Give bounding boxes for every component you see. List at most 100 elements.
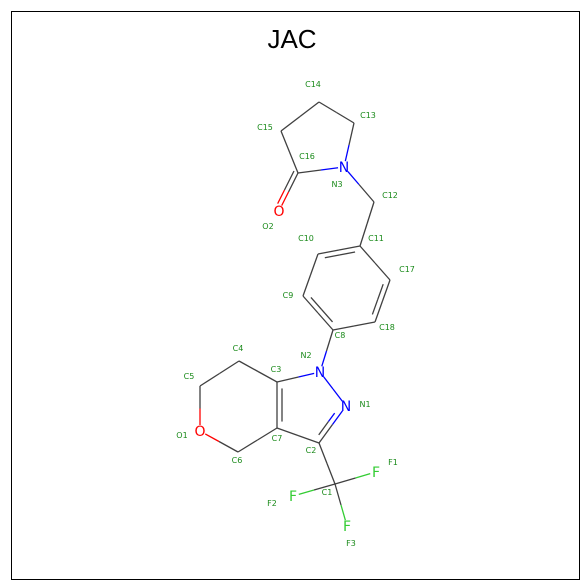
bond-c9-c8-double-b [321,309,334,323]
atom-label-c5: C5 [184,372,195,381]
atom-label-n1: N1 [359,400,370,409]
bond-n3-c12-a [347,171,360,185]
atom-symbol-f3: F [343,519,351,535]
bond-c3-c4-b [238,360,259,373]
bond-c11-c10-a [338,245,361,251]
atom-label-f3: F3 [346,539,356,548]
bond-c1-f2-a [313,483,336,491]
diagram-title: JAC [267,24,316,54]
bond-c11-c17-a [359,245,376,264]
bond-n2-n1-a [323,376,334,390]
bond-c16-n3-a [297,169,322,174]
bond-c17-c18-b [374,300,384,323]
bond-c1-f3-a [334,483,342,506]
bond-n2-n1-b [332,388,343,402]
bond-c15-c16-a [280,130,291,153]
bond-c12-c11-b [359,223,368,247]
atom-symbol-f1: F [372,465,380,481]
bond-c8-n2-a [325,329,334,352]
bond-c3-c4-a [257,370,278,383]
atom-symbol-o2: O [273,204,284,220]
bond-c6-c7-b [257,427,278,441]
atom-label-c12: C12 [382,191,398,200]
atom-symbol-n2: N [315,365,325,381]
bond-c16-o2-double-b [277,189,286,204]
bond-c1-f3-b [340,504,346,521]
atom-symbol-n1: N [341,399,351,415]
bond-c17-c18-double-a [377,283,384,300]
bond-c11-c10-double-a [339,251,356,256]
bond-c11-c10-double-b [324,254,341,259]
bond-o1-c6-b [218,440,239,453]
bond-c11-c10-b [317,249,340,255]
bond-layer [199,101,391,521]
bond-c8-n2-b [321,350,328,367]
bond-c11-c17-b [374,262,391,281]
atom-label-c9: C9 [283,291,294,300]
bond-n1-c2-b [318,424,334,444]
bond-c6-c7-a [237,439,258,453]
atom-label-n2: N2 [300,351,311,360]
bond-c4-c5-b [199,372,220,387]
bond-c16-n3-b [320,167,339,171]
bond-c9-c8-a [302,295,319,314]
bond-c7-c2-a [276,427,299,437]
atom-symbol-o1: O [194,424,205,440]
atom-label-o1: O1 [176,431,187,440]
bond-c13-n3-a [348,122,355,146]
bond-c13-n3-b [344,144,350,162]
bond-c7-c2-b [297,434,320,444]
bond-c4-c5-a [219,360,240,375]
bond-n1-c2-a [331,410,343,425]
atom-label-o2: O2 [262,222,273,231]
bond-n1-c2-double-a [327,412,336,422]
bond-c2-c1-b [326,463,336,485]
atom-layer: N O N N O F F F [194,160,380,535]
atom-label-c16: C16 [299,152,315,161]
atom-symbol-n3: N [339,160,349,176]
bond-c9-c8-double-a [310,297,323,311]
bond-c14-c15-a [299,101,320,118]
atom-label-c15: C15 [257,123,273,132]
atom-label-c8: C8 [335,331,346,340]
atom-symbol-f2: F [289,489,297,505]
bond-c2-c1-a [318,442,328,464]
bond-c14-c13-a [318,101,337,114]
atom-label-c2: C2 [306,446,317,455]
bond-c10-c9-b [302,274,312,297]
atom-label-c18: C18 [379,323,395,332]
atom-label-f1: F1 [388,458,398,467]
bond-c12-c11-a [366,201,375,225]
bond-c10-c9-a [309,253,319,276]
atom-label-c7: C7 [272,434,283,443]
bond-c17-c18-double-b [371,299,379,315]
bond-c16-o2-a [287,172,299,193]
bond-c16-o2-double-a [283,170,295,191]
diagram-frame [11,11,580,580]
bond-n3-c12-b [358,184,375,203]
bond-c1-f1-a [334,477,356,485]
bond-o1-c6-a [204,433,220,443]
bond-c14-c15-b [280,115,301,132]
atom-label-n3: N3 [331,180,342,189]
bond-c18-c8-a [353,321,376,327]
atom-label-c10: C10 [298,234,314,243]
bond-c16-o2-b [281,191,290,206]
atom-label-c13: C13 [360,111,376,120]
atom-label-c1: C1 [322,488,333,497]
atom-label-c17: C17 [399,265,415,274]
atom-label-c11: C11 [368,234,384,243]
bond-n2-c3-a [298,372,315,378]
atom-label-c6: C6 [232,456,243,465]
bond-c1-f2-b [298,489,315,495]
atom-label-f2: F2 [267,499,277,508]
bond-c17-c18-a [381,279,391,302]
bond-n2-c3-b [276,376,299,383]
bond-c1-f1-b [355,473,371,479]
bond-c15-c16-b [288,151,299,174]
bond-c18-c8-b [332,325,355,331]
atom-label-c3: C3 [271,365,282,374]
bond-c9-c8-b [317,312,334,331]
